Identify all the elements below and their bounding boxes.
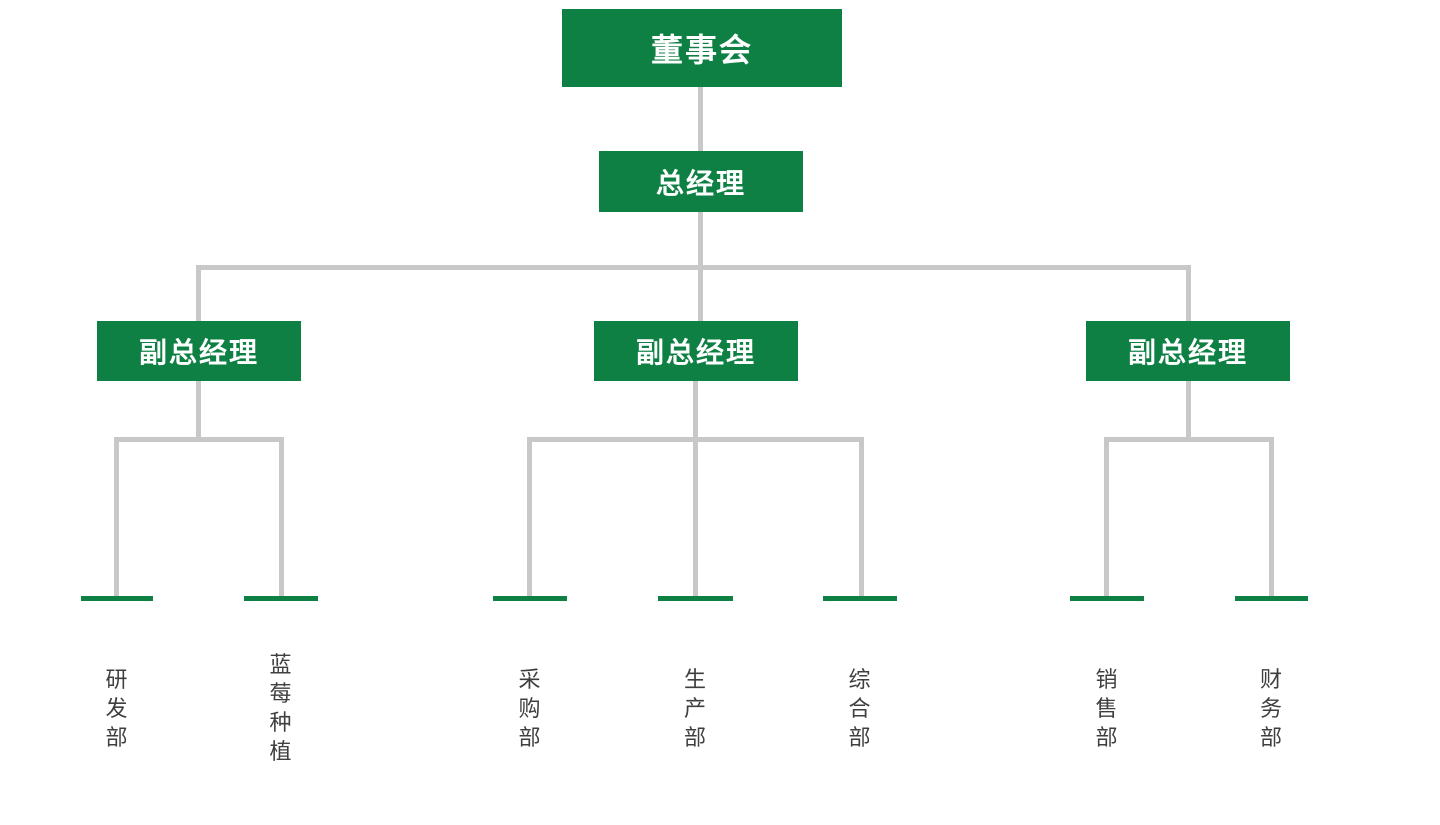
leaf-bar-rd	[81, 596, 153, 601]
connector-branch1-drop2	[279, 437, 284, 598]
connector-branch3-horizontal	[1104, 437, 1274, 442]
node-general-manager[interactable]: 总经理	[599, 151, 803, 212]
node-deputy-gm-1[interactable]: 副总经理	[97, 321, 301, 381]
connector-board-to-gm	[698, 87, 703, 151]
leaf-label-production[interactable]: 生 产 部	[683, 666, 707, 750]
leaf-bar-general	[823, 596, 897, 601]
node-label: 董事会	[650, 32, 753, 68]
leaf-bar-blueberry	[244, 596, 318, 601]
leaf-bar-purchasing	[493, 596, 567, 601]
connector-branch2-horizontal	[527, 437, 864, 442]
leaf-bar-production	[658, 596, 733, 601]
leaf-label-finance[interactable]: 财 务 部	[1259, 666, 1283, 750]
connector-branch1-drop1	[114, 437, 119, 598]
node-label: 副总经理	[1127, 337, 1248, 368]
node-deputy-gm-3[interactable]: 副总经理	[1086, 321, 1290, 381]
connector-branch1-horizontal	[114, 437, 284, 442]
node-deputy-gm-2[interactable]: 副总经理	[594, 321, 798, 381]
leaf-label-purchasing[interactable]: 采 购 部	[518, 666, 542, 750]
leaf-label-general[interactable]: 综 合 部	[848, 666, 872, 750]
node-label: 副总经理	[138, 337, 259, 368]
leaf-label-blueberry[interactable]: 蓝 莓 种 植	[269, 652, 293, 764]
node-label: 副总经理	[635, 337, 756, 368]
leaf-label-sales[interactable]: 销 售 部	[1095, 666, 1119, 750]
connector-vp2-stem	[693, 381, 698, 598]
connector-vp3-stem	[1186, 381, 1191, 442]
connector-main-horizontal	[196, 265, 1191, 270]
connector-branch2-drop3	[859, 437, 864, 598]
leaf-label-rd[interactable]: 研 发 部	[105, 666, 129, 750]
node-board-of-directors[interactable]: 董事会	[562, 9, 842, 87]
leaf-bar-sales	[1070, 596, 1144, 601]
connector-branch3-drop1	[1104, 437, 1109, 598]
connector-rail-to-vp1	[196, 265, 201, 321]
connector-branch2-drop1	[527, 437, 532, 598]
connector-vp1-stem	[196, 381, 201, 442]
node-label: 总经理	[655, 167, 746, 199]
connector-rail-to-vp3	[1186, 265, 1191, 321]
connector-branch3-drop2	[1269, 437, 1274, 598]
leaf-bar-finance	[1235, 596, 1308, 601]
